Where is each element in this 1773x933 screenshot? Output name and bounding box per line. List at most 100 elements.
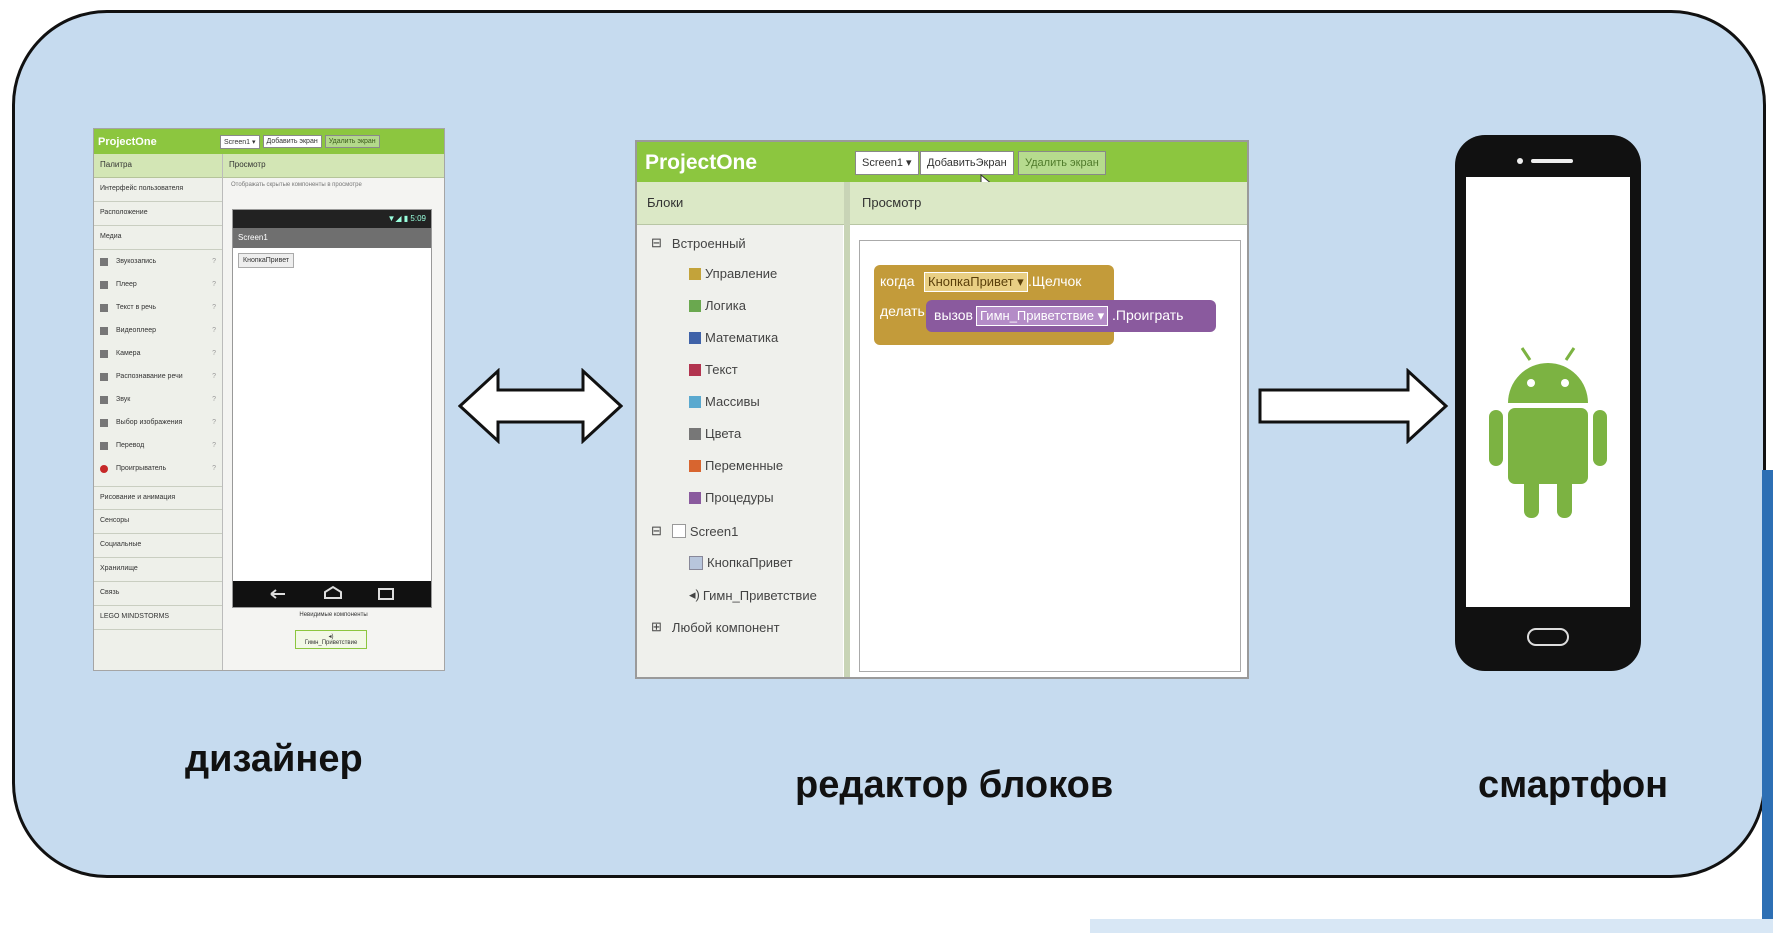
- block-color-icon: [689, 427, 701, 440]
- speaker-icon: ◂): [689, 587, 700, 602]
- palette-category[interactable]: Расположение: [94, 202, 222, 226]
- expand-icon: ⊞: [651, 619, 662, 634]
- tree-item[interactable]: Управление: [689, 266, 777, 281]
- block-color-icon: [689, 491, 701, 504]
- android-logo-icon: [1489, 347, 1607, 518]
- nonvisible-item[interactable]: ◂) Гимн_Приветствие: [295, 630, 367, 649]
- collapse-icon: ⊟: [651, 235, 662, 250]
- preview-button[interactable]: КнопкаПривет: [238, 253, 295, 268]
- caption-designer: дизайнер: [185, 738, 363, 780]
- palette-category[interactable]: Социальные: [94, 534, 222, 558]
- tree-item[interactable]: Переменные: [689, 458, 783, 473]
- speaker-icon: ◂): [328, 634, 334, 640]
- sound-dropdown[interactable]: Гимн_Приветствие ▾: [976, 306, 1109, 326]
- block-method-label: .Проиграть: [1112, 307, 1184, 323]
- component-icon: [100, 326, 108, 335]
- tree-item[interactable]: Массивы: [689, 394, 760, 409]
- bottom-decoration: [1090, 919, 1773, 933]
- palette-item[interactable]: Видеоплеер?: [94, 319, 222, 342]
- blocks-workspace[interactable]: когда КнопкаПривет ▾ .Щелчок делать вызо…: [859, 240, 1241, 672]
- palette-header: Палитра: [94, 154, 222, 178]
- viewer-header: Просмотр: [862, 195, 922, 210]
- palette-category[interactable]: Интерфейс пользователя: [94, 178, 222, 202]
- designer-screenshot: ProjectOne Screen1 ▾ Добавить экран Удал…: [93, 128, 445, 671]
- tree-component[interactable]: ◂)Гимн_Приветствие: [689, 587, 817, 603]
- editor-subheader: Блоки Просмотр: [637, 182, 1247, 225]
- component-icon: [100, 395, 108, 404]
- home-button[interactable]: [1527, 628, 1569, 646]
- palette-category[interactable]: Хранилище: [94, 558, 222, 582]
- designer-screen-select[interactable]: Screen1 ▾: [220, 134, 260, 149]
- remove-screen-button[interactable]: Удалить экран: [1018, 151, 1106, 175]
- screen-icon: [671, 524, 686, 538]
- palette-category[interactable]: Сенсоры: [94, 510, 222, 534]
- palette-item[interactable]: Звукозапись?: [94, 250, 222, 273]
- phone-screen: [1466, 177, 1630, 607]
- editor-app-name: ProjectOne: [645, 151, 758, 174]
- block-color-icon: [689, 363, 701, 376]
- block-when-label: когда: [880, 273, 915, 289]
- palette-item[interactable]: Камера?: [94, 342, 222, 365]
- block-color-icon: [689, 299, 701, 312]
- nonvisible-label: Невидимые компоненты: [299, 612, 368, 618]
- component-icon: [100, 349, 108, 358]
- viewer-header: Просмотр: [223, 154, 444, 178]
- button-component-icon: [689, 555, 703, 570]
- palette-category[interactable]: Рисование и анимация: [94, 486, 222, 510]
- palette-category[interactable]: LEGO MINDSTORMS: [94, 606, 222, 630]
- palette-item[interactable]: Перевод?: [94, 434, 222, 457]
- block-call-label: вызов: [934, 307, 973, 323]
- component-icon: [100, 303, 108, 312]
- component-dropdown[interactable]: КнопкаПривет ▾: [924, 272, 1028, 292]
- palette-item[interactable]: Распознавание речи?: [94, 365, 222, 388]
- phone-screen-title: Screen1: [233, 228, 431, 248]
- call-block[interactable]: вызов Гимн_Приветствие ▾ .Проиграть: [926, 300, 1216, 332]
- block-color-icon: [689, 331, 701, 344]
- tree-component[interactable]: КнопкаПривет: [689, 555, 793, 570]
- phone-status-bar: ▼◢ ▮ 5:09: [233, 210, 431, 228]
- palette-item[interactable]: Звук?: [94, 388, 222, 411]
- designer-add-screen-button[interactable]: Добавить экран: [262, 135, 322, 148]
- palette-category[interactable]: Связь: [94, 582, 222, 606]
- block-color-icon: [689, 395, 701, 408]
- nav-icons: [270, 585, 394, 600]
- block-color-icon: [689, 267, 701, 280]
- smartphone: [1455, 135, 1641, 671]
- collapse-icon: ⊟: [651, 523, 662, 538]
- double-arrow-icon: [458, 368, 623, 444]
- tree-item[interactable]: Текст: [689, 362, 738, 377]
- blocks-tree: ⊟Встроенный Управление Логика Математика…: [637, 225, 843, 677]
- palette-item[interactable]: Выбор изображения?: [94, 411, 222, 434]
- palette-category[interactable]: Медиа: [94, 226, 222, 250]
- blocks-header: Блоки: [647, 195, 684, 210]
- component-icon: [100, 464, 108, 473]
- tree-builtin[interactable]: ⊟Встроенный: [651, 235, 746, 251]
- screen-select-button[interactable]: Screen1 ▾: [855, 151, 919, 175]
- edge-decoration: [1762, 470, 1773, 933]
- designer-remove-screen-button[interactable]: Удалить экран: [324, 135, 380, 148]
- tree-item[interactable]: Цвета: [689, 426, 741, 441]
- caption-smartphone: смартфон: [1478, 764, 1669, 806]
- component-icon: [100, 372, 108, 381]
- right-arrow-icon: [1258, 368, 1449, 444]
- viewer-panel: Просмотр Отображать скрытые компоненты в…: [223, 154, 444, 670]
- component-icon: [100, 441, 108, 450]
- palette-item[interactable]: Текст в речь?: [94, 296, 222, 319]
- panel-divider[interactable]: [844, 182, 850, 677]
- phone-preview: ▼◢ ▮ 5:09 Screen1 КнопкаПривет: [232, 209, 432, 608]
- tree-screen[interactable]: ⊟Screen1: [651, 523, 739, 539]
- palette-item[interactable]: Проигрыватель?: [94, 457, 222, 480]
- blocks-editor-screenshot: ProjectOne Screen1 ▾ ДобавитьЭкран Удали…: [635, 140, 1249, 679]
- add-screen-button[interactable]: ДобавитьЭкран: [920, 151, 1014, 175]
- tree-item[interactable]: Логика: [689, 298, 746, 313]
- caption-blocks-editor: редактор блоков: [795, 764, 1114, 806]
- component-icon: [100, 257, 108, 266]
- component-icon: [100, 418, 108, 427]
- designer-app-name: ProjectOne: [98, 135, 157, 148]
- tree-item[interactable]: Математика: [689, 330, 778, 345]
- block-event-label: .Щелчок: [1028, 273, 1082, 289]
- speaker-grille: [1531, 159, 1573, 163]
- tree-item[interactable]: Процедуры: [689, 490, 774, 505]
- tree-any-component[interactable]: ⊞Любой компонент: [651, 619, 780, 635]
- palette-item[interactable]: Плеер?: [94, 273, 222, 296]
